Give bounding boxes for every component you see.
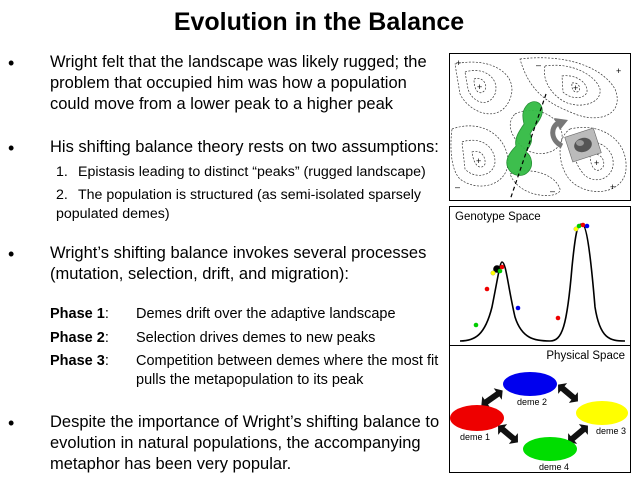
deme-dot-red [484, 286, 490, 292]
migration-arrows [481, 383, 588, 444]
deme-dot-yellow [573, 226, 579, 232]
bullet-marker: • [8, 244, 15, 264]
bullet-text-4: Despite the importance of Wright’s shift… [50, 413, 440, 473]
phase-text: Competition between demes where the most… [136, 353, 439, 388]
assumption-number: 2. [56, 187, 68, 203]
physical-space-label: Physical Space [546, 350, 625, 362]
deme-4-label: deme 4 [539, 462, 569, 472]
phase-label: Phase 1 [50, 306, 105, 322]
assumption-text: Epistasis leading to distinct “peaks” (r… [78, 164, 426, 180]
phase-text: Selection drives demes to new peaks [136, 330, 376, 346]
deme-dot-red [555, 315, 561, 321]
deme-dot-green [576, 223, 582, 229]
sewall-wright-photo [564, 127, 602, 163]
deme-dot-red [580, 222, 586, 228]
deme-3-ellipse [576, 401, 628, 425]
deme-dot-red [499, 264, 505, 270]
genotype-space-label: Genotype Space [455, 211, 541, 223]
peak-mark: + [476, 156, 481, 166]
bullet-text-3: Wright’s shifting balance invokes severa… [50, 244, 427, 283]
peak-mark: + [594, 158, 599, 168]
phase-text: Demes drift over the adaptive landscape [136, 306, 396, 322]
deme-dot-blue [515, 305, 521, 311]
phase-label: Phase 2 [50, 330, 105, 346]
adaptive-landscape-panel: + + + + + + – + – – [449, 53, 631, 201]
bullet-text-2: His shifting balance theory rests on two… [50, 138, 439, 156]
transect-line [509, 93, 547, 201]
peak-mark: + [477, 82, 482, 92]
deme-dot-yellow [490, 270, 496, 276]
bullet-marker: • [8, 53, 15, 73]
assumption-1: 1. Epistasis leading to distinct “peaks” … [56, 163, 441, 182]
assumption-number: 1. [56, 164, 68, 180]
deme-dot-green [473, 322, 479, 328]
deme-3-label: deme 3 [596, 426, 626, 436]
assumption-2: 2.The population is structured (as semi-… [56, 186, 441, 224]
bullet-marker: • [8, 138, 15, 158]
peak-mark: + [573, 83, 578, 93]
genotype-space-panel: Genotype Space [449, 206, 631, 346]
page-title: Evolution in the Balance [173, 8, 465, 36]
deme-1-ellipse [450, 405, 504, 431]
deme-2-label: deme 2 [517, 397, 547, 407]
peak-mark: + [616, 66, 621, 76]
fitness-curve: Genotype Space [455, 211, 626, 342]
deme-dot-green [497, 268, 503, 274]
valley-mark: – [536, 60, 541, 70]
physical-space-panel: Physical Space deme 2 deme 1 deme 3 deme… [449, 345, 631, 473]
phase-label: Phase 3 [50, 353, 105, 369]
deme-2-ellipse [503, 372, 557, 396]
shift-arrow-head [554, 118, 568, 130]
bullet-text-1: Wright felt that the landscape was likel… [50, 53, 427, 113]
deme-dot-blue [584, 223, 590, 229]
contour-map: + + + + + + – + – – [450, 57, 627, 201]
valley-mark: – [550, 186, 555, 196]
peak-mark: + [610, 182, 615, 192]
assumption-text: The population is structured (as semi-is… [56, 187, 422, 222]
population-region [506, 101, 543, 176]
fitness-line [459, 223, 626, 342]
valley-mark: – [455, 182, 460, 192]
deme-4-ellipse [523, 437, 577, 461]
deme-network: Physical Space deme 2 deme 1 deme 3 deme… [450, 350, 628, 472]
bullet-marker: • [8, 413, 15, 433]
deme-1-label: deme 1 [460, 432, 490, 442]
peak-mark: + [456, 58, 461, 68]
